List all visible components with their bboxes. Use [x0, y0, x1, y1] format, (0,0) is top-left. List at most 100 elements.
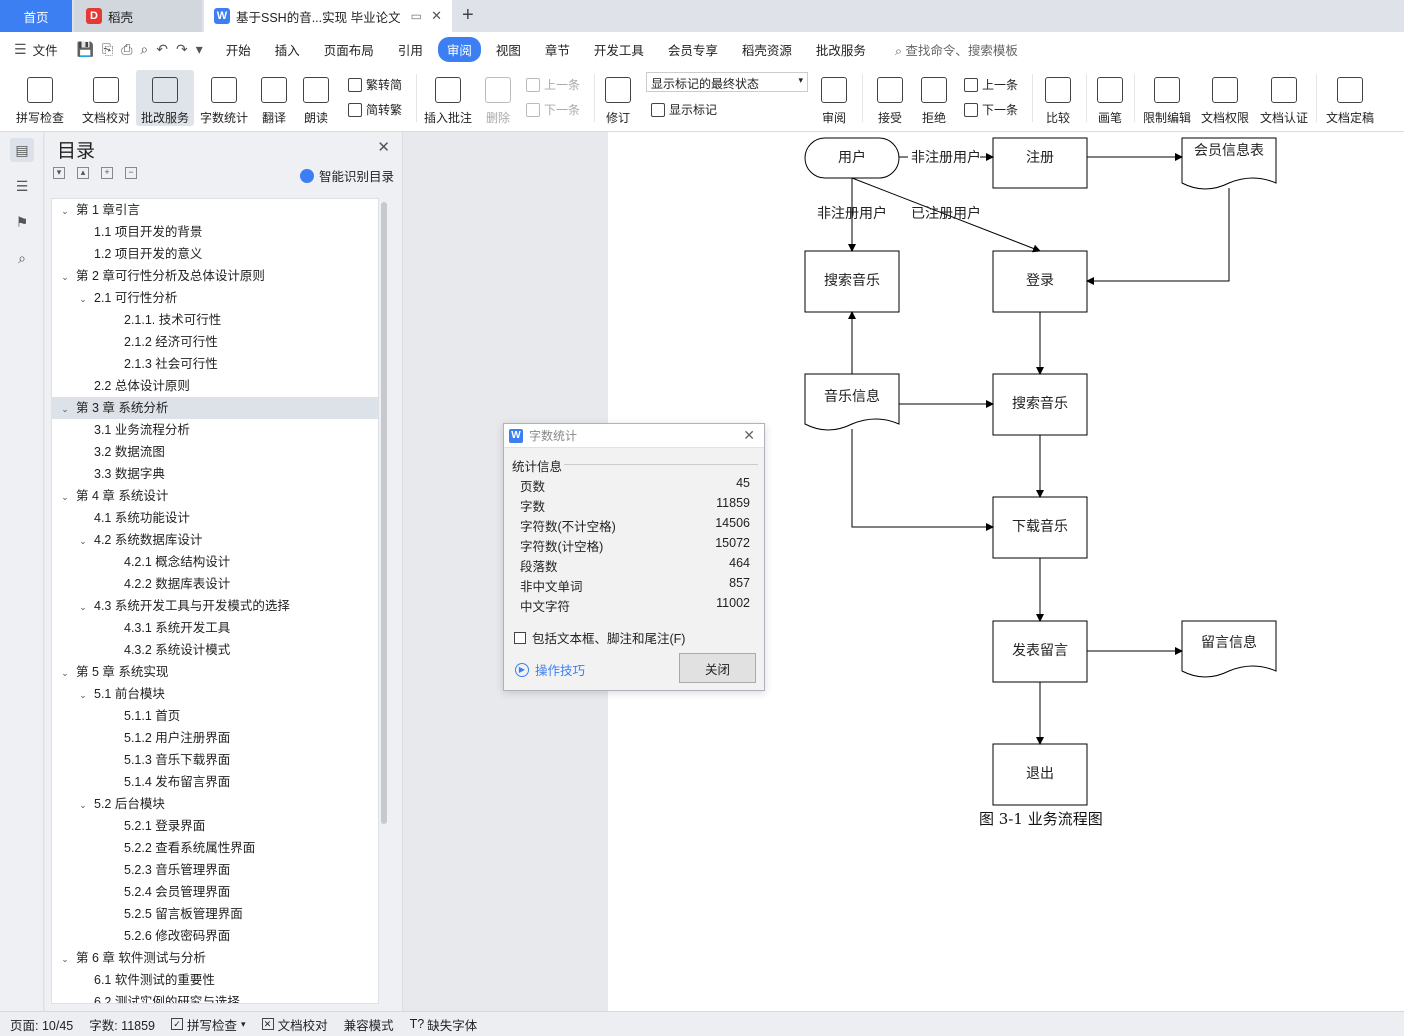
toc-item[interactable]: ⌄4.3 系统开发工具与开发模式的选择 [52, 595, 378, 617]
tips-link[interactable]: ▶操作技巧 [515, 660, 585, 679]
tab-daoke[interactable]: D 稻壳 [74, 0, 202, 32]
menu-chapter[interactable]: 章节 [544, 43, 570, 58]
outline-icon[interactable]: ☰ [15, 177, 29, 194]
toc-item[interactable]: 2.1.2 经济可行性 [52, 331, 378, 353]
toc-item[interactable]: 5.2.3 音乐管理界面 [52, 859, 378, 881]
close-icon[interactable]: ✕ [377, 139, 390, 156]
close-tab-icon[interactable]: ✕ [431, 8, 442, 23]
toc-item[interactable]: ⌄第 5 章 系统实现 [52, 661, 378, 683]
undo-icon[interactable]: ↶ [156, 40, 168, 57]
doc-certify-button[interactable]: 文档认证 [1256, 70, 1312, 126]
toc-item[interactable]: 1.2 项目开发的意义 [52, 243, 378, 265]
chevron-down-icon[interactable]: ⌄ [79, 800, 87, 810]
tab-document[interactable]: W 基于SSH的音...实现 毕业论文 ▭ ✕ [204, 0, 452, 32]
delete-comment-button[interactable]: 删除 [480, 70, 516, 126]
close-icon[interactable]: ✕ [743, 427, 755, 443]
toc-item[interactable]: ⌄5.1 前台模块 [52, 683, 378, 705]
toc-item[interactable]: 4.2.2 数据库表设计 [52, 573, 378, 595]
toc-item[interactable]: 2.1.1. 技术可行性 [52, 309, 378, 331]
markup-state-select[interactable]: 显示标记的最终状态▾ [646, 72, 808, 92]
menu-view[interactable]: 视图 [495, 43, 521, 58]
toc-item[interactable]: 5.2.5 留言板管理界面 [52, 903, 378, 925]
search-icon[interactable]: ⌕ [18, 249, 26, 266]
toc-item[interactable]: 4.3.1 系统开发工具 [52, 617, 378, 639]
chevron-down-icon[interactable]: ⌄ [61, 668, 69, 678]
tab-home[interactable]: 首页 [0, 0, 72, 32]
export-icon[interactable]: ⎘ [102, 40, 114, 57]
toc-item[interactable]: ⌄第 6 章 软件测试与分析 [52, 947, 378, 969]
redo-icon[interactable]: ↷ [176, 40, 188, 57]
simplified-to-traditional-button[interactable]: 简转繁 [348, 101, 402, 118]
translate-button[interactable]: 翻译 [254, 70, 294, 126]
checkbox-box[interactable] [514, 631, 526, 644]
missing-font-status[interactable]: T?缺失字体 [409, 1017, 478, 1033]
restrict-edit-button[interactable]: 限制编辑 [1140, 70, 1194, 126]
chevron-down-icon[interactable]: ⌄ [61, 272, 69, 282]
toc-item[interactable]: ⌄4.2 系统数据库设计 [52, 529, 378, 551]
menu-layout[interactable]: 页面布局 [323, 43, 374, 58]
menu-review-service[interactable]: 批改服务 [815, 43, 866, 58]
new-tab-button[interactable]: + [462, 4, 474, 26]
toc-item[interactable]: 5.1.4 发布留言界面 [52, 771, 378, 793]
prev-change-button[interactable]: 上一条 [964, 76, 1018, 93]
toc-item[interactable]: 5.1.1 首页 [52, 705, 378, 727]
menu-start[interactable]: 开始 [225, 43, 251, 58]
word-count-indicator[interactable]: 字数: 11859 [89, 1018, 156, 1033]
insert-comment-button[interactable]: 插入批注 [422, 70, 474, 126]
collapse-icon[interactable]: ▴ [77, 167, 89, 179]
doc-permission-button[interactable]: 文档权限 [1198, 70, 1252, 126]
chevron-down-icon[interactable]: ⌄ [61, 954, 69, 964]
hamburger-icon[interactable]: ☰ [14, 40, 27, 57]
spell-check-status[interactable]: ✓拼写检查▾ [171, 1015, 246, 1034]
reject-button[interactable]: 拒绝 [914, 70, 954, 126]
toc-item[interactable]: 3.3 数据字典 [52, 463, 378, 485]
print-icon[interactable]: ⎙ [121, 40, 133, 57]
toc-item[interactable]: 5.1.3 音乐下载界面 [52, 749, 378, 771]
menu-devtools[interactable]: 开发工具 [593, 43, 644, 58]
finalize-doc-button[interactable]: 文档定稿 [1320, 70, 1380, 126]
toc-item[interactable]: 2.1.3 社会可行性 [52, 353, 378, 375]
save-icon[interactable]: 💾 [76, 40, 95, 57]
file-menu[interactable]: 文件 [32, 43, 58, 58]
menu-reference[interactable]: 引用 [397, 43, 423, 58]
include-notes-checkbox[interactable]: 包括文本框、脚注和尾注(F) [514, 628, 685, 647]
command-search[interactable]: ⌕ 查找命令、搜索模板 [894, 43, 1018, 58]
toc-item[interactable]: 1.1 项目开发的背景 [52, 221, 378, 243]
next-change-button[interactable]: 下一条 [964, 101, 1018, 118]
menu-review[interactable]: 审阅 [437, 36, 481, 62]
toc-item[interactable]: 4.1 系统功能设计 [52, 507, 378, 529]
pen-button[interactable]: 画笔 [1094, 70, 1126, 126]
doc-proofread-button[interactable]: 文档校对 [78, 70, 134, 126]
toc-item[interactable]: 6.1 软件测试的重要性 [52, 969, 378, 991]
smart-toc-button[interactable]: 智能识别目录 [299, 166, 394, 185]
chevron-down-icon[interactable]: ⌄ [79, 602, 87, 612]
toc-item[interactable]: ⌄第 4 章 系统设计 [52, 485, 378, 507]
toc-panel-icon[interactable]: ▤ [10, 138, 34, 162]
chevron-down-icon[interactable]: ⌄ [61, 404, 69, 414]
toc-item[interactable]: 3.1 业务流程分析 [52, 419, 378, 441]
toc-item[interactable]: 6.2 测试实例的研究与选择 [52, 991, 378, 1003]
prev-comment-button[interactable]: 上一条 [526, 76, 580, 93]
dialog-titlebar[interactable]: W 字数统计 [504, 424, 764, 448]
word-count-button[interactable]: 字数统计 [196, 70, 252, 126]
toc-item[interactable]: 5.2.1 登录界面 [52, 815, 378, 837]
remove-level-icon[interactable]: − [125, 167, 137, 179]
next-comment-button[interactable]: 下一条 [526, 101, 580, 118]
toc-scrollbar[interactable] [381, 202, 387, 824]
menu-insert[interactable]: 插入 [274, 43, 300, 58]
toc-item[interactable]: 4.2.1 概念结构设计 [52, 551, 378, 573]
compare-button[interactable]: 比较 [1038, 70, 1078, 126]
toc-item[interactable]: ⌄第 1 章引言 [52, 199, 378, 221]
dialog-close-button[interactable]: 关闭 [679, 653, 756, 683]
toc-item[interactable]: 5.2.4 会员管理界面 [52, 881, 378, 903]
bookmark-icon[interactable]: ⚑ [15, 213, 29, 230]
toc-item[interactable]: ⌄第 2 章可行性分析及总体设计原则 [52, 265, 378, 287]
chevron-down-icon[interactable]: ⌄ [61, 492, 69, 502]
revise-button[interactable]: 修订 [600, 70, 636, 126]
chevron-down-icon[interactable]: ⌄ [79, 690, 87, 700]
add-level-icon[interactable]: + [101, 167, 113, 179]
toc-item[interactable]: 5.1.2 用户注册界面 [52, 727, 378, 749]
menu-member[interactable]: 会员专享 [667, 43, 718, 58]
toc-item[interactable]: ⌄第 3 章 系统分析 [52, 397, 378, 419]
chevron-down-icon[interactable]: ⌄ [61, 206, 69, 216]
